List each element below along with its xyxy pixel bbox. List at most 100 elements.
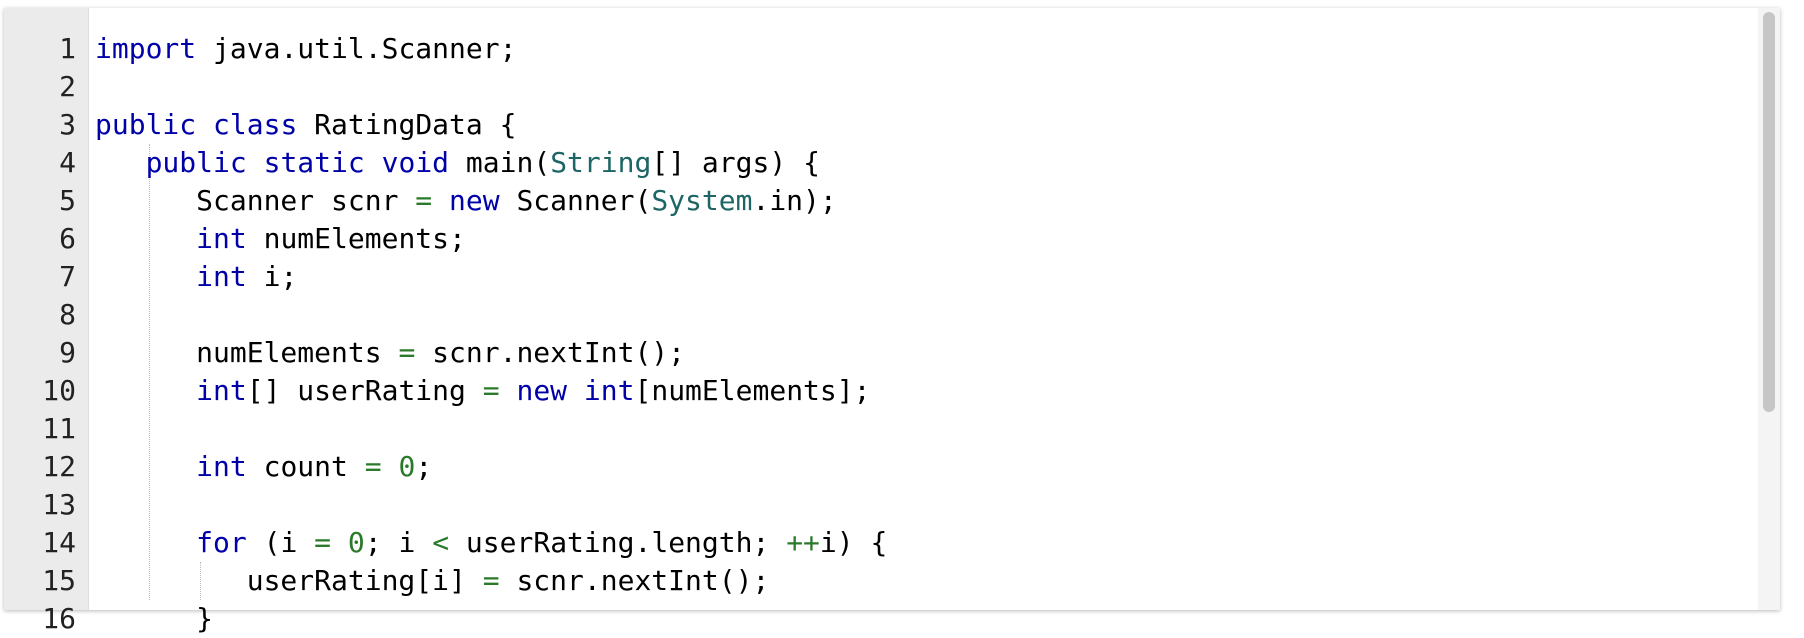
code-line[interactable]: 11	[4, 410, 1756, 448]
code-text: userRating[i] = scnr.nextInt();	[95, 562, 770, 600]
code-token: userRating.length;	[449, 526, 787, 559]
code-text: numElements = scnr.nextInt();	[95, 334, 685, 372]
line-number-gutter	[4, 8, 89, 610]
line-number: 1	[59, 32, 76, 65]
code-token: =	[364, 450, 382, 483]
code-text: int[] userRating = new int[numElements];	[95, 372, 871, 410]
code-token: Scanner(	[499, 184, 652, 217]
code-token: ; i	[364, 526, 433, 559]
code-token: 0	[398, 450, 416, 483]
code-token: [numElements];	[634, 374, 871, 407]
line-number: 12	[42, 450, 76, 483]
code-line[interactable]: 12 int count = 0;	[4, 448, 1756, 486]
code-token: int	[196, 450, 247, 483]
code-line[interactable]: 13	[4, 486, 1756, 524]
vertical-scrollbar[interactable]	[1758, 8, 1780, 610]
line-number: 15	[42, 564, 76, 597]
code-token: numElements	[95, 336, 399, 369]
line-number: 5	[59, 184, 76, 217]
code-token: <	[432, 526, 450, 559]
code-line[interactable]: 16 }	[4, 600, 1756, 638]
code-line[interactable]: 1 import java.util.Scanner;	[4, 30, 1756, 68]
code-line[interactable]: 2	[4, 68, 1756, 106]
code-token: =	[482, 374, 500, 407]
code-token: =	[398, 336, 416, 369]
code-token	[567, 374, 584, 407]
line-number: 7	[59, 260, 76, 293]
code-token: =	[314, 526, 332, 559]
code-text: Scanner scnr = new Scanner(System.in);	[95, 182, 837, 220]
code-line[interactable]: 7 int i;	[4, 258, 1756, 296]
code-token: =	[482, 564, 500, 597]
code-line[interactable]: 8	[4, 296, 1756, 334]
line-number: 8	[59, 298, 76, 331]
line-number: 16	[42, 602, 76, 635]
code-token: new	[516, 374, 568, 407]
code-text: public class RatingData {	[95, 106, 516, 144]
code-token	[196, 108, 213, 141]
code-token	[95, 146, 146, 179]
code-token: new	[449, 184, 500, 217]
code-token	[365, 146, 382, 179]
line-number: 14	[42, 526, 76, 559]
line-number: 13	[42, 488, 76, 521]
code-editor[interactable]: 1 import java.util.Scanner; 2 3 public class…	[4, 8, 1780, 635]
code-token: count	[246, 450, 365, 483]
line-number: 6	[59, 222, 76, 255]
line-number: 2	[59, 70, 76, 103]
code-token	[95, 526, 196, 559]
code-token: userRating[i]	[95, 564, 483, 597]
line-number: 9	[59, 336, 76, 369]
code-lines[interactable]: 1 import java.util.Scanner; 2 3 public class…	[4, 30, 1756, 638]
code-token: 0	[347, 526, 365, 559]
code-token: ;	[415, 450, 433, 483]
code-token: int	[583, 374, 635, 407]
code-token: }	[95, 602, 214, 635]
code-line[interactable]: 10 int[] userRating = new int[numElement…	[4, 372, 1756, 410]
code-token: int	[196, 222, 247, 255]
code-token: class	[213, 108, 298, 141]
code-line[interactable]: 4 public static void main(String[] args)…	[4, 144, 1756, 182]
code-token: =	[415, 184, 433, 217]
code-token	[331, 526, 348, 559]
code-token	[500, 374, 517, 407]
code-token: scnr.nextInt();	[415, 336, 686, 369]
code-line[interactable]: 14 for (i = 0; i < userRating.length; ++…	[4, 524, 1756, 562]
code-token	[432, 184, 449, 217]
code-token: (i	[246, 526, 315, 559]
code-token: import	[95, 32, 197, 65]
line-number: 4	[59, 146, 76, 179]
code-token: i;	[246, 260, 298, 293]
code-token: .in);	[752, 184, 837, 217]
code-token	[382, 450, 399, 483]
code-token: scnr.nextInt();	[499, 564, 770, 597]
code-text: int numElements;	[95, 220, 466, 258]
code-line[interactable]: 6 int numElements;	[4, 220, 1756, 258]
code-token: String	[550, 146, 652, 179]
code-token	[247, 146, 264, 179]
code-line[interactable]: 9 numElements = scnr.nextInt();	[4, 334, 1756, 372]
code-token: for	[196, 526, 247, 559]
code-text: int i;	[95, 258, 297, 296]
code-token: [] userRating	[246, 374, 483, 407]
code-text: }	[95, 600, 213, 638]
code-token	[95, 450, 196, 483]
line-number: 3	[59, 108, 76, 141]
indent-guide	[149, 144, 150, 600]
code-token	[95, 374, 196, 407]
code-line[interactable]: 15 userRating[i] = scnr.nextInt();	[4, 562, 1756, 600]
code-token: public	[95, 108, 197, 141]
code-text: import java.util.Scanner;	[95, 30, 516, 68]
scrollbar-thumb[interactable]	[1763, 12, 1775, 412]
code-token: static	[263, 146, 365, 179]
code-token: i) {	[819, 526, 888, 559]
code-text: for (i = 0; i < userRating.length; ++i) …	[95, 524, 887, 562]
code-token: main(	[449, 146, 551, 179]
code-token: java.util.Scanner;	[196, 32, 517, 65]
code-token: ++	[786, 526, 820, 559]
code-line[interactable]: 5 Scanner scnr = new Scanner(System.in);	[4, 182, 1756, 220]
code-token: int	[196, 260, 247, 293]
code-text: public static void main(String[] args) {	[95, 144, 820, 182]
line-number: 10	[42, 374, 76, 407]
code-line[interactable]: 3 public class RatingData {	[4, 106, 1756, 144]
